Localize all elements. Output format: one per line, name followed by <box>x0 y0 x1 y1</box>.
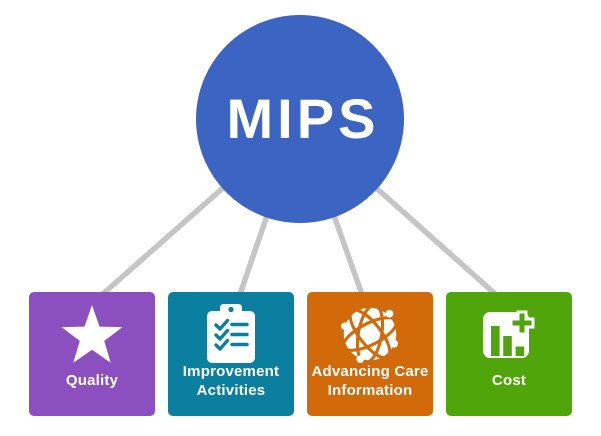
node-label-line: Activities <box>196 382 266 399</box>
node-label-advancing-care-information: Advancing Care Information <box>307 352 433 410</box>
node-label-line: Cost <box>491 372 527 390</box>
node-advancing-care-information: Advancing Care Information <box>307 292 433 416</box>
node-label-line: Information <box>327 382 413 399</box>
node-label-improvement-activities: Improvement Activities <box>168 352 294 410</box>
mips-hub-circle: MIPS <box>196 15 404 223</box>
node-label-line: Improvement <box>182 362 280 380</box>
node-label-cost: Cost <box>446 352 572 410</box>
clipboard-checklist-icon <box>168 302 294 366</box>
node-improvement-activities: Improvement Activities <box>168 292 294 416</box>
node-label-line: Advancing Care <box>311 362 429 380</box>
node-label-quality: Quality <box>29 352 155 410</box>
hub-label: MIPS <box>226 87 380 150</box>
node-label-line: Quality <box>65 372 119 390</box>
star-icon <box>29 302 155 366</box>
globe-network-icon <box>307 302 433 366</box>
node-cost: Cost <box>446 292 572 416</box>
bar-chart-plus-icon <box>446 302 572 366</box>
node-quality: Quality <box>29 292 155 416</box>
